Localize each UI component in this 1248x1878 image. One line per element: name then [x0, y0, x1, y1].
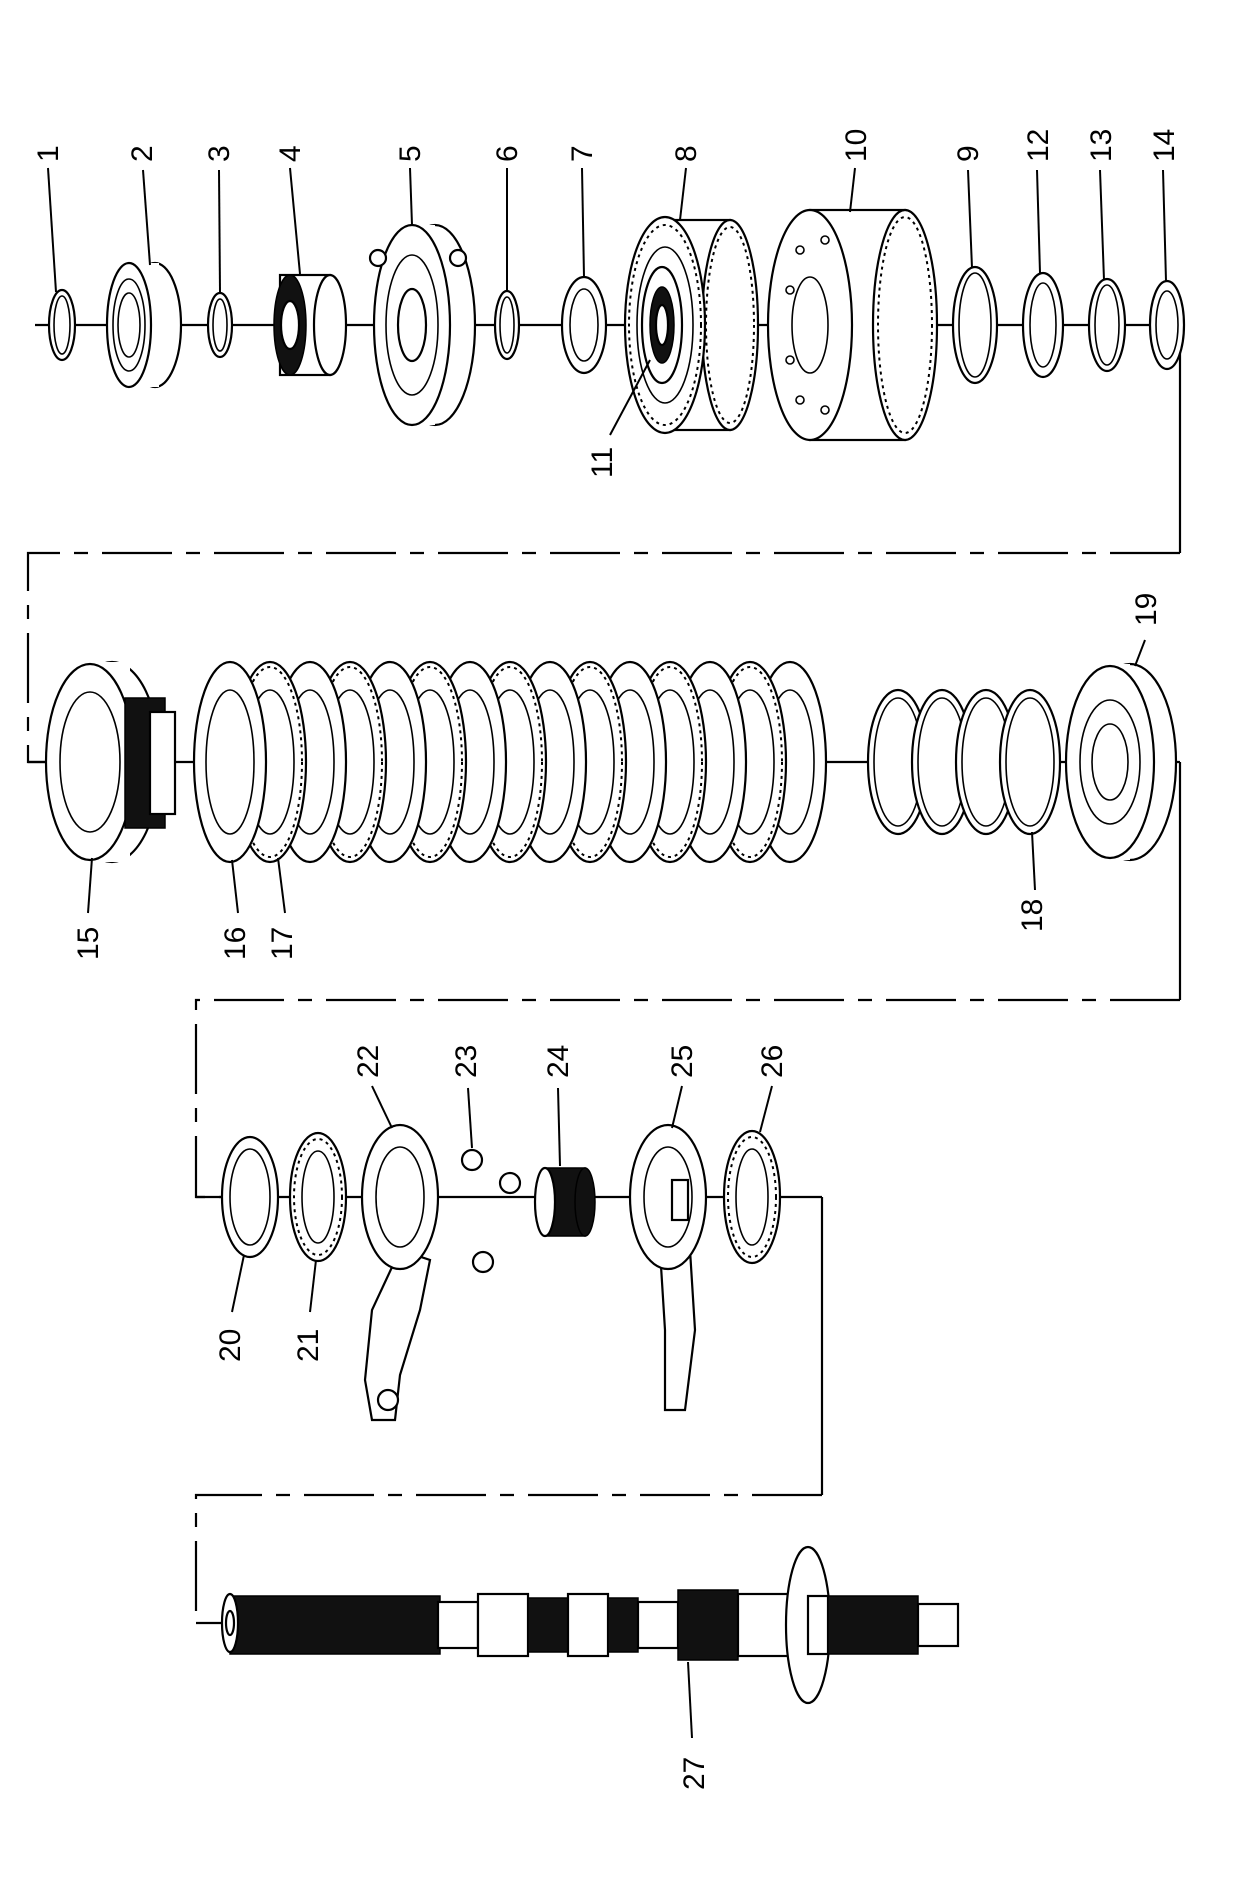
- part-23-check-balls: [460, 1148, 522, 1274]
- part-21-thrust-bearing: [288, 1131, 348, 1263]
- part-12-ring: [1021, 271, 1065, 379]
- callout-22: 22: [352, 1045, 385, 1078]
- part-2-bearing: [105, 261, 183, 389]
- callout-12: 12: [1022, 129, 1055, 162]
- part-1-snap-ring: [47, 288, 77, 362]
- part-15-clutch-housing: [44, 660, 177, 864]
- callout-4: 4: [274, 145, 307, 162]
- callout-8: 8: [670, 145, 703, 162]
- callout-10: 10: [840, 129, 873, 162]
- callout-18: 18: [1016, 899, 1049, 932]
- callout-1: 1: [32, 145, 65, 162]
- part-6-snap-ring: [493, 289, 521, 361]
- callout-3: 3: [203, 145, 236, 162]
- row-2-assembly: [28, 639, 1182, 1000]
- part-13-snap-ring: [1087, 277, 1127, 373]
- callout-16: 16: [219, 927, 252, 960]
- callout-15: 15: [72, 927, 105, 960]
- part-7-washer: [560, 275, 608, 375]
- row-1-assembly: [35, 167, 1186, 553]
- row-3-assembly: [196, 1085, 824, 1495]
- part-4-gear: [273, 273, 348, 377]
- callout-14: 14: [1148, 129, 1181, 162]
- part-25-lever: [628, 1123, 708, 1412]
- callout-2: 2: [126, 145, 159, 162]
- part-20-thrust-washer: [220, 1135, 280, 1259]
- callout-27: 27: [678, 1757, 711, 1790]
- callout-13: 13: [1085, 129, 1118, 162]
- callout-7: 7: [566, 145, 599, 162]
- part-3-snap-ring: [206, 291, 234, 359]
- callout-9: 9: [952, 145, 985, 162]
- part-14-ring: [1148, 279, 1186, 371]
- part-22-lever: [360, 1123, 440, 1422]
- clutch-pack: [192, 660, 828, 864]
- callout-25: 25: [666, 1045, 699, 1078]
- callout-17: 17: [266, 927, 299, 960]
- part-10-ring-gear-drum: [766, 208, 939, 442]
- part-24-small-gear: [533, 1166, 596, 1238]
- callout-21: 21: [292, 1329, 325, 1362]
- callout-20: 20: [214, 1329, 247, 1362]
- part-9-snap-ring: [951, 265, 999, 385]
- callout-26: 26: [756, 1045, 789, 1078]
- part-19-pressure-plate: [1064, 662, 1178, 862]
- callout-24: 24: [542, 1045, 575, 1078]
- callout-labels: 1 2 3 4 5 6 7 8 10 9 12 13 14 11 15 16 1…: [32, 129, 1181, 1790]
- part-18-spacer-rings: [866, 688, 1062, 836]
- part-27-output-shaft: [196, 1545, 960, 1739]
- callout-23: 23: [450, 1045, 483, 1078]
- part-5-housing: [368, 223, 477, 427]
- callout-19: 19: [1130, 593, 1163, 626]
- part-26-thrust-bearing: [722, 1129, 782, 1265]
- callout-11: 11: [586, 447, 619, 478]
- part-11-sun-gear-hub: [640, 265, 684, 385]
- callout-6: 6: [491, 145, 524, 162]
- callout-5: 5: [394, 145, 427, 162]
